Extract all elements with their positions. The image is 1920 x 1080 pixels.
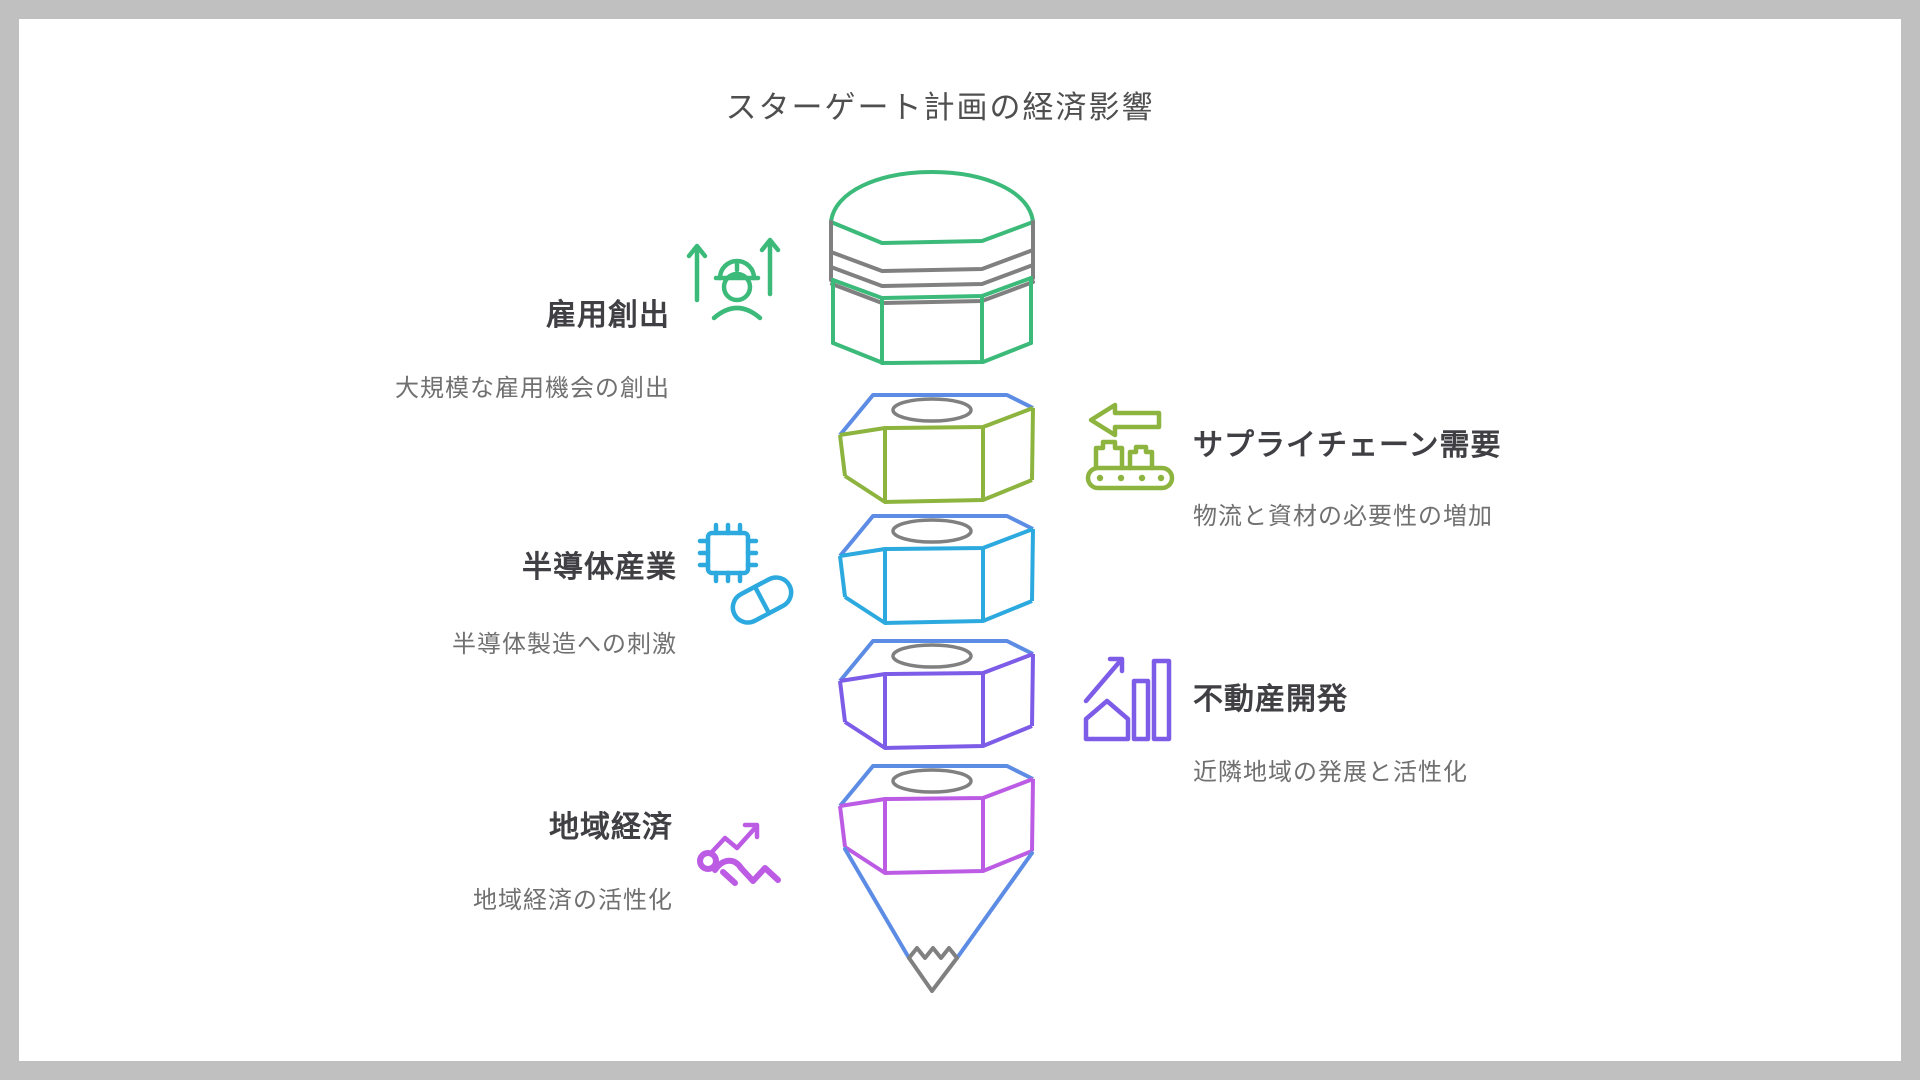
item-real-estate: 不動産開発 近隣地域の発展と活性化 [1193, 674, 1468, 787]
building-bar-chart-icon [1083, 656, 1172, 742]
funnel-segment-semiconductor [838, 514, 1035, 625]
item-real-estate-label: 不動産開発 [1193, 683, 1348, 716]
item-semiconductor-label: 半導体産業 [522, 551, 677, 584]
pencil-tip-cone [843, 847, 1034, 993]
funnel-pencil-graphic [829, 170, 1035, 993]
chip-pill-icon [697, 522, 794, 625]
page-title: スターゲート計画の経済影響 [725, 90, 1155, 125]
item-semiconductor: 半導体産業 半導体製造への刺激 [452, 542, 677, 659]
funnel-segment-real-estate [838, 639, 1035, 750]
runner-growth-arrow-icon [697, 822, 781, 886]
funnel-segment-cap [829, 170, 1035, 365]
item-employment-label: 雇用創出 [546, 299, 670, 332]
item-employment: 雇用創出 大規模な雇用機会の創出 [395, 290, 670, 403]
item-supply-chain-description: 物流と資材の必要性の増加 [1193, 503, 1493, 530]
item-supply-chain: サプライチェーン需要 物流と資材の必要性の増加 [1193, 420, 1502, 531]
item-real-estate-description: 近隣地域の発展と活性化 [1193, 759, 1468, 786]
item-regional-economy-label: 地域経済 [549, 811, 673, 844]
funnel-segment-supply-chain [838, 393, 1035, 504]
worker-up-arrows-icon [686, 237, 781, 321]
funnel-segment-regional-economy [838, 764, 1035, 875]
item-regional-economy: 地域経済 地域経済の活性化 [473, 802, 673, 915]
item-regional-economy-description: 地域経済の活性化 [473, 887, 673, 914]
item-employment-description: 大規模な雇用機会の創出 [395, 375, 670, 402]
conveyor-left-arrow-icon [1085, 402, 1175, 491]
item-semiconductor-description: 半導体製造への刺激 [452, 631, 677, 658]
item-supply-chain-label: サプライチェーン需要 [1193, 429, 1502, 462]
